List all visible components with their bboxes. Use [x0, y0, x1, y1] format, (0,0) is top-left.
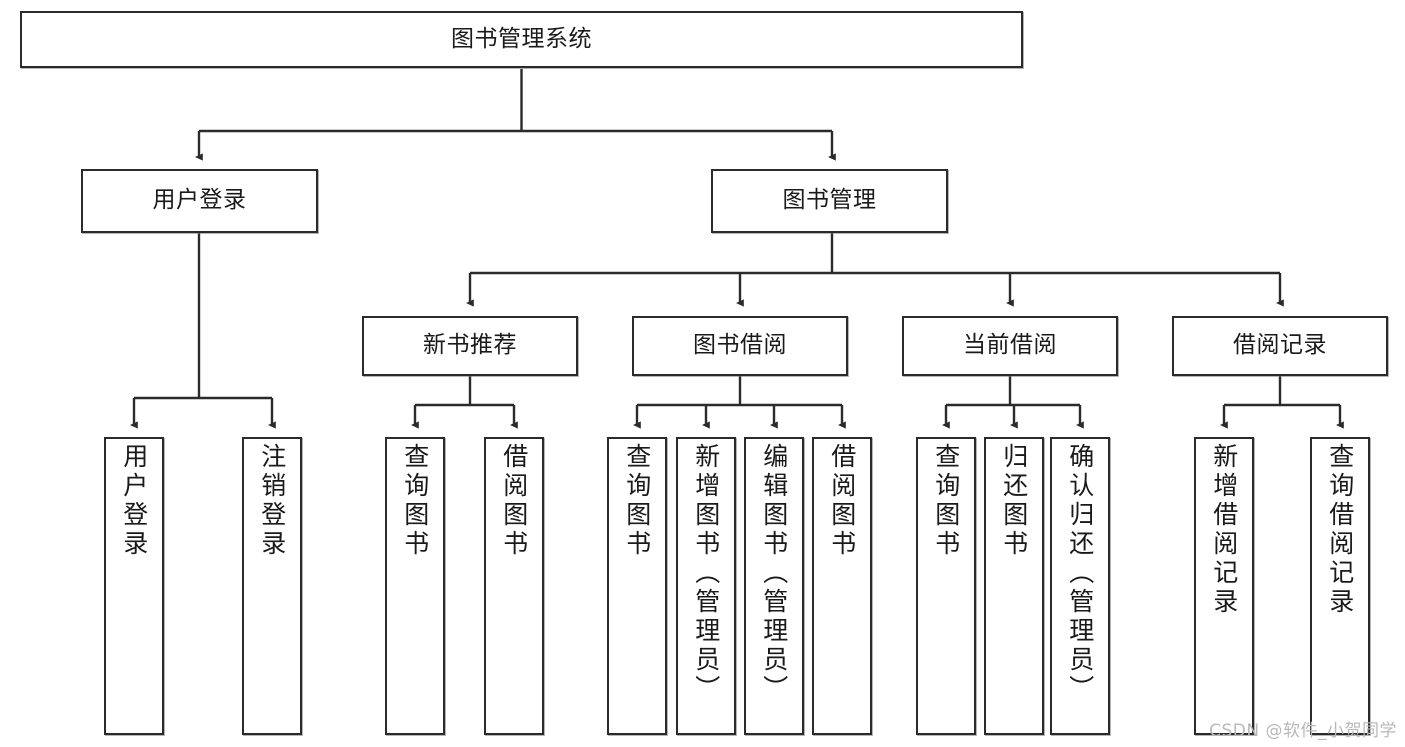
node-leaf-user-login-label: 用户登录 [119, 443, 149, 559]
node-new-book-recommend-label: 新书推荐 [423, 332, 517, 359]
node-user-login-label: 用户登录 [152, 187, 247, 214]
node-leaf-logout-login-label: 注销登录 [257, 443, 287, 559]
node-leaf-logout-login[interactable]: 注销登录 [242, 437, 302, 735]
csdn-watermark: CSDN @软件_小贺同学 [1209, 721, 1397, 741]
node-leaf-return-book-label: 归还图书 [999, 443, 1029, 559]
node-leaf-edit-book[interactable]: 编辑图书（管理员） [744, 437, 804, 735]
node-leaf-confirm-return-label: 确认归还（管理员） [1065, 443, 1095, 704]
node-leaf-borrow-book-1[interactable]: 借阅图书 [484, 437, 544, 735]
node-root-system[interactable]: 图书管理系统 [20, 11, 1023, 68]
node-leaf-add-book-label: 新增图书（管理员） [691, 443, 721, 704]
node-leaf-borrow-book-2[interactable]: 借阅图书 [812, 437, 872, 735]
node-borrow-record[interactable]: 借阅记录 [1172, 316, 1388, 376]
node-new-book-recommend[interactable]: 新书推荐 [362, 316, 578, 376]
node-current-borrow[interactable]: 当前借阅 [902, 316, 1118, 376]
node-leaf-borrow-book-1-label: 借阅图书 [499, 443, 529, 559]
node-leaf-borrow-book-2-label: 借阅图书 [827, 443, 857, 559]
node-book-borrow[interactable]: 图书借阅 [632, 316, 848, 376]
node-leaf-user-login[interactable]: 用户登录 [104, 437, 164, 735]
node-leaf-query-book-3[interactable]: 查询图书 [916, 437, 976, 735]
node-borrow-record-label: 借阅记录 [1233, 332, 1327, 359]
node-root-system-label: 图书管理系统 [451, 25, 592, 52]
node-leaf-query-book-2-label: 查询图书 [622, 443, 652, 559]
node-book-manage-label: 图书管理 [782, 187, 877, 214]
node-leaf-add-book[interactable]: 新增图书（管理员） [676, 437, 736, 735]
node-user-login[interactable]: 用户登录 [81, 169, 318, 233]
node-current-borrow-label: 当前借阅 [963, 332, 1057, 359]
node-leaf-add-record[interactable]: 新增借阅记录 [1194, 437, 1254, 735]
node-leaf-query-record[interactable]: 查询借阅记录 [1310, 437, 1370, 735]
node-leaf-add-record-label: 新增借阅记录 [1209, 443, 1239, 617]
node-leaf-query-book-2[interactable]: 查询图书 [607, 437, 667, 735]
node-leaf-query-record-label: 查询借阅记录 [1325, 443, 1355, 617]
node-leaf-query-book-1-label: 查询图书 [400, 443, 430, 559]
node-leaf-edit-book-label: 编辑图书（管理员） [759, 443, 789, 704]
node-book-manage[interactable]: 图书管理 [711, 169, 948, 233]
node-leaf-query-book-1[interactable]: 查询图书 [385, 437, 445, 735]
node-leaf-confirm-return[interactable]: 确认归还（管理员） [1050, 437, 1110, 735]
node-leaf-query-book-3-label: 查询图书 [931, 443, 961, 559]
node-book-borrow-label: 图书借阅 [693, 332, 787, 359]
node-leaf-return-book[interactable]: 归还图书 [984, 437, 1044, 735]
